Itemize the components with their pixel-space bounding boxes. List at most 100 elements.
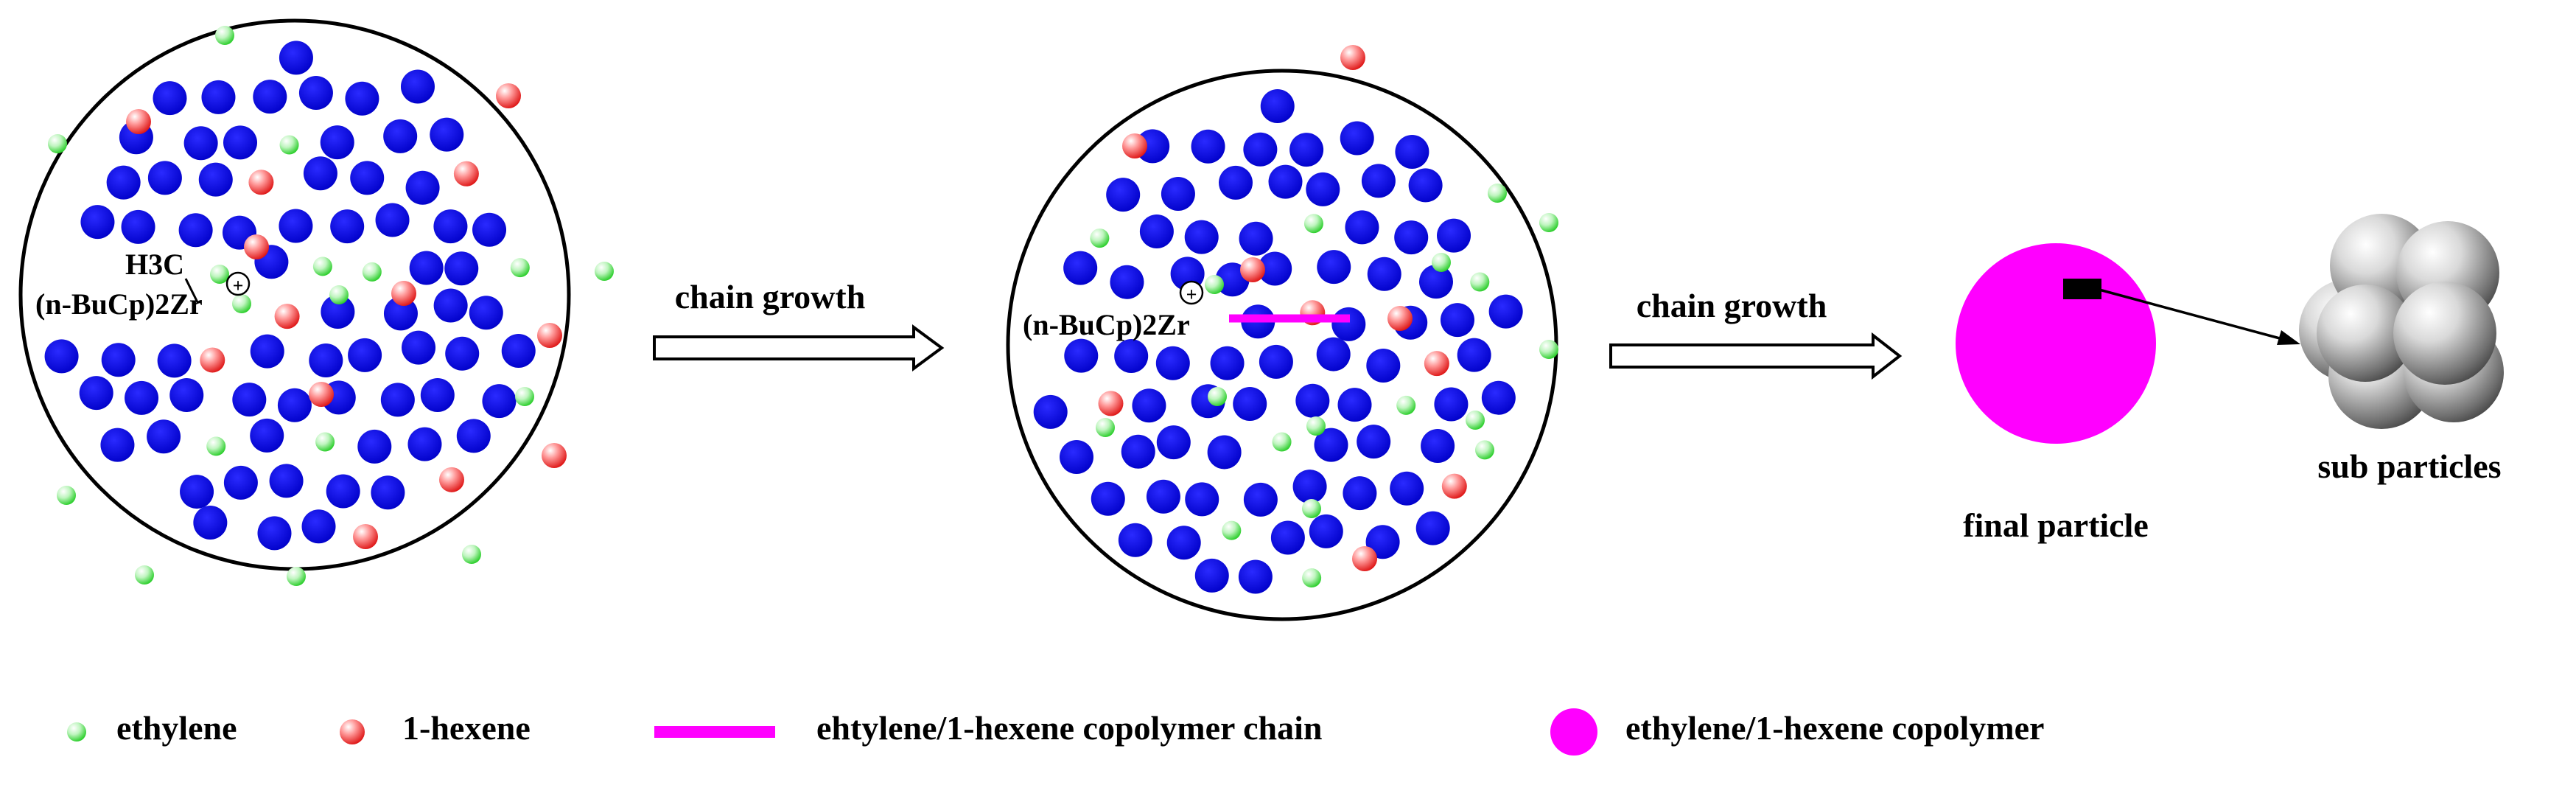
catalyst-support-particle: [153, 81, 187, 116]
chain-growth-arrow-1: chain growth: [653, 278, 945, 371]
catalyst-support-particle: [1289, 133, 1324, 167]
catalyst-support-particle: [1110, 265, 1144, 299]
catalyst-support-particle: [1121, 434, 1155, 469]
catalyst-support-particle: [1309, 514, 1343, 548]
catalyst-support-particle: [1434, 387, 1469, 422]
catalyst-support-particle: [407, 427, 442, 461]
hollow-arrow-icon: [653, 324, 945, 371]
catalyst-support-particle: [198, 162, 233, 197]
catalyst-support-particle: [383, 296, 418, 331]
catalyst-support-particle: [1091, 481, 1125, 516]
catalyst-support-particle: [1340, 121, 1374, 156]
ethylene-icon: [215, 26, 234, 45]
arrowhead-icon: [2277, 330, 2300, 345]
ethylene-icon: [206, 436, 226, 456]
catalyst-support-particle: [433, 288, 468, 323]
catalyst-support-particle: [257, 516, 292, 551]
ethylene-icon: [1539, 213, 1558, 232]
hexene-icon: [274, 304, 300, 329]
catalyst-support-particle: [383, 119, 418, 153]
charge-icon: [225, 271, 251, 296]
hexene-icon: [496, 83, 521, 108]
sub-particle: [2393, 282, 2496, 385]
arrow-label-2: chain growth: [1637, 287, 1827, 324]
catalyst-support-particle: [456, 419, 491, 453]
ethylene-icon: [1272, 432, 1292, 452]
catalyst-support-particle: [444, 251, 479, 286]
catalyst-support-particle: [1268, 164, 1303, 199]
catalyst-support-particle: [1114, 339, 1149, 374]
catalyst-support-particle: [169, 378, 204, 413]
ethylene-icon: [1222, 520, 1242, 540]
ethylene-icon: [1096, 418, 1115, 437]
hexene-icon: [309, 382, 334, 407]
catalyst-support-particle: [1059, 440, 1093, 475]
hexene-icon: [1240, 257, 1265, 282]
catalyst-support-particle: [301, 509, 336, 544]
hexene-icon: [1424, 351, 1449, 377]
catalyst-support-particle: [1365, 525, 1400, 559]
catalyst-support-particle: [1191, 129, 1225, 164]
catalyst-support-particle: [269, 464, 304, 498]
catalyst-support-particle: [433, 209, 468, 244]
catalyst-support-particle: [1345, 210, 1379, 245]
catalyst-support-particle: [1367, 257, 1401, 291]
catalyst-support-particle: [1239, 221, 1273, 256]
particle-contents: [44, 26, 614, 586]
catalyst-support-particle: [1488, 294, 1523, 329]
legend-label-hexene: 1-hexene: [402, 709, 531, 747]
hexene-icon: [1098, 391, 1124, 416]
catalyst-support-particle: [1415, 511, 1450, 545]
catalyst-support-particle: [380, 383, 415, 417]
catalyst-support-particle: [345, 81, 379, 116]
final-particle-label: final particle: [1963, 506, 2149, 544]
ethylene-icon: [287, 567, 306, 586]
catalyst-support-particle: [1194, 558, 1229, 593]
ethylene-icon: [1539, 340, 1558, 359]
catalyst-support-particle: [1033, 394, 1068, 429]
catalyst-support-particle: [1457, 338, 1491, 372]
catalyst-support-particle: [420, 377, 455, 412]
catalyst-support-particle: [375, 203, 410, 237]
catalyst-support-particle: [1408, 168, 1443, 203]
catalyst-support-particle: [223, 125, 258, 160]
ethylene-icon: [67, 722, 86, 742]
catalyst-support-particle: [1357, 425, 1391, 459]
catalyst-support-particle: [1295, 383, 1330, 418]
ethylene-icon: [329, 285, 349, 304]
catalyst-support-particle: [1184, 220, 1219, 254]
ethylene-icon: [312, 257, 332, 276]
catalyst-support-particle: [1390, 471, 1424, 506]
ethylene-icon: [1466, 411, 1485, 430]
catalyst-support-particle: [223, 465, 258, 500]
catalyst-support-particle: [357, 429, 392, 464]
catalyst-support-particle: [1316, 337, 1351, 371]
catalyst-support-particle: [1238, 559, 1273, 594]
catalyst-support-particle: [1331, 307, 1366, 341]
catalyst-support-particle: [1132, 388, 1166, 423]
catalyst-support-particle: [320, 125, 354, 160]
catalyst-support-particle: [326, 474, 360, 509]
ethylene-icon: [595, 262, 614, 281]
ethylene-icon: [57, 486, 76, 505]
ethylene-icon: [362, 262, 382, 282]
catalyst-support-particle: [321, 294, 355, 329]
growing-particle: (n-BuCp)2Zr +: [1006, 45, 1558, 621]
catalyst-support-particle: [1440, 303, 1474, 338]
catalyst-support-particle: [1207, 435, 1242, 470]
ethylene-icon: [515, 387, 534, 406]
hexene-icon: [248, 170, 274, 195]
ethylene-icon: [315, 432, 335, 452]
catalyst-support-particle: [330, 209, 365, 244]
catalyst-support-particle: [1155, 346, 1190, 380]
catalyst-support-particle: [1118, 523, 1152, 557]
catalyst-support-particle: [279, 41, 313, 75]
catalyst-support-particle: [1421, 429, 1455, 464]
legend: ethylene 1-hexene ehtylene/1-hexene copo…: [67, 708, 2044, 756]
hexene-icon: [353, 524, 378, 549]
catalyst-support-particle: [1106, 178, 1141, 212]
particle-contents: [1033, 45, 1558, 594]
catalyst-label-1: (n-BuCp)2Zr: [35, 287, 203, 321]
catalyst-support-particle: [250, 418, 284, 453]
